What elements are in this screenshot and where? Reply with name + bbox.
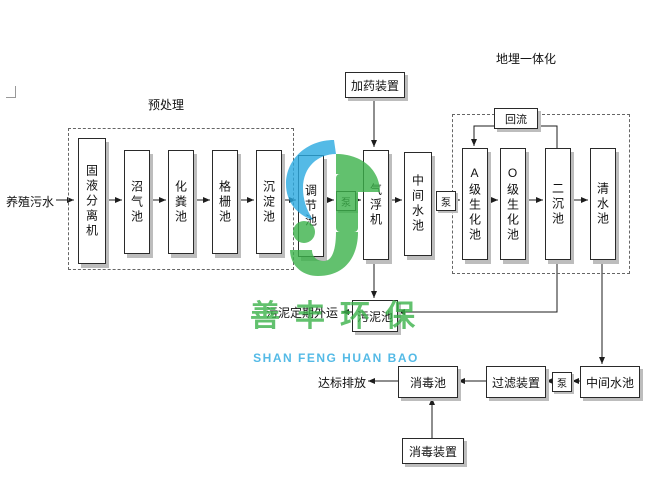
box-septic-pool: 化粪池 bbox=[168, 150, 194, 254]
reflux-label: 回流 bbox=[505, 113, 527, 126]
reflux-box: 回流 bbox=[494, 108, 538, 129]
box-sedimentation-pool: 沉淀池 bbox=[256, 150, 282, 254]
sludge-out-label: 污泥定期外运 bbox=[265, 306, 338, 320]
box-label: 沉淀池 bbox=[261, 179, 276, 225]
box-label: 固液分离机 bbox=[84, 163, 99, 239]
box-disinfection-pool: 消毒池 bbox=[398, 366, 458, 398]
box-label: 清水池 bbox=[595, 181, 610, 227]
box-biogas-pool: 沼气池 bbox=[124, 150, 150, 254]
pump-box-3: 泵 bbox=[552, 372, 572, 392]
dosing-device-label: 加药装置 bbox=[350, 78, 399, 93]
box-a-bio-pool: A级生化池 bbox=[462, 148, 488, 260]
box-sludge-pool: 污泥池 bbox=[352, 300, 398, 332]
box-label: 中间水池 bbox=[585, 375, 634, 390]
box-middle-pool: 中间水池 bbox=[404, 152, 432, 256]
pump-label: 泵 bbox=[341, 197, 351, 209]
pump-box-1: 泵 bbox=[336, 191, 356, 211]
box-o-bio-pool: O级生化池 bbox=[500, 148, 526, 260]
box-clear-water-pool: 清水池 bbox=[590, 148, 616, 260]
pump-label: 泵 bbox=[557, 378, 567, 390]
buried-integration-label: 地埋一体化 bbox=[496, 52, 557, 66]
disinfection-device-label: 消毒装置 bbox=[408, 444, 457, 459]
pump-box-2: 泵 bbox=[436, 191, 456, 211]
box-label: 沼气池 bbox=[129, 179, 144, 225]
box-filter-device: 过滤装置 bbox=[486, 366, 546, 398]
box-label: 气浮机 bbox=[368, 182, 383, 228]
box-label: 过滤装置 bbox=[491, 375, 540, 390]
box-solid-liquid-separator: 固液分离机 bbox=[78, 138, 106, 264]
box-secondary-sedimentation-pool: 二沉池 bbox=[545, 148, 571, 260]
discharge-label: 达标排放 bbox=[318, 376, 367, 390]
corner-artifact bbox=[6, 86, 16, 98]
box-label: 化粪池 bbox=[173, 179, 188, 225]
box-grid-pool: 格栅池 bbox=[212, 150, 238, 254]
box-air-flotation: 气浮机 bbox=[363, 150, 389, 260]
box-regulating-pool: 调节池 bbox=[298, 155, 324, 257]
box-label: 中间水池 bbox=[410, 174, 425, 234]
disinfection-device-box: 消毒装置 bbox=[402, 438, 464, 464]
influent-label: 养殖污水 bbox=[6, 195, 55, 209]
pump-label: 泵 bbox=[441, 197, 451, 209]
box-label: O级生化池 bbox=[505, 165, 520, 243]
box-label: A级生化池 bbox=[467, 165, 482, 243]
box-label: 调节池 bbox=[303, 183, 318, 229]
box-middle-pool-2: 中间水池 bbox=[580, 366, 640, 398]
dosing-device-box: 加药装置 bbox=[345, 72, 405, 98]
box-label: 二沉池 bbox=[550, 181, 565, 227]
box-label: 污泥池 bbox=[356, 309, 393, 324]
box-label: 格栅池 bbox=[217, 179, 232, 225]
box-label: 消毒池 bbox=[409, 375, 446, 390]
pretreatment-label: 预处理 bbox=[148, 98, 185, 112]
